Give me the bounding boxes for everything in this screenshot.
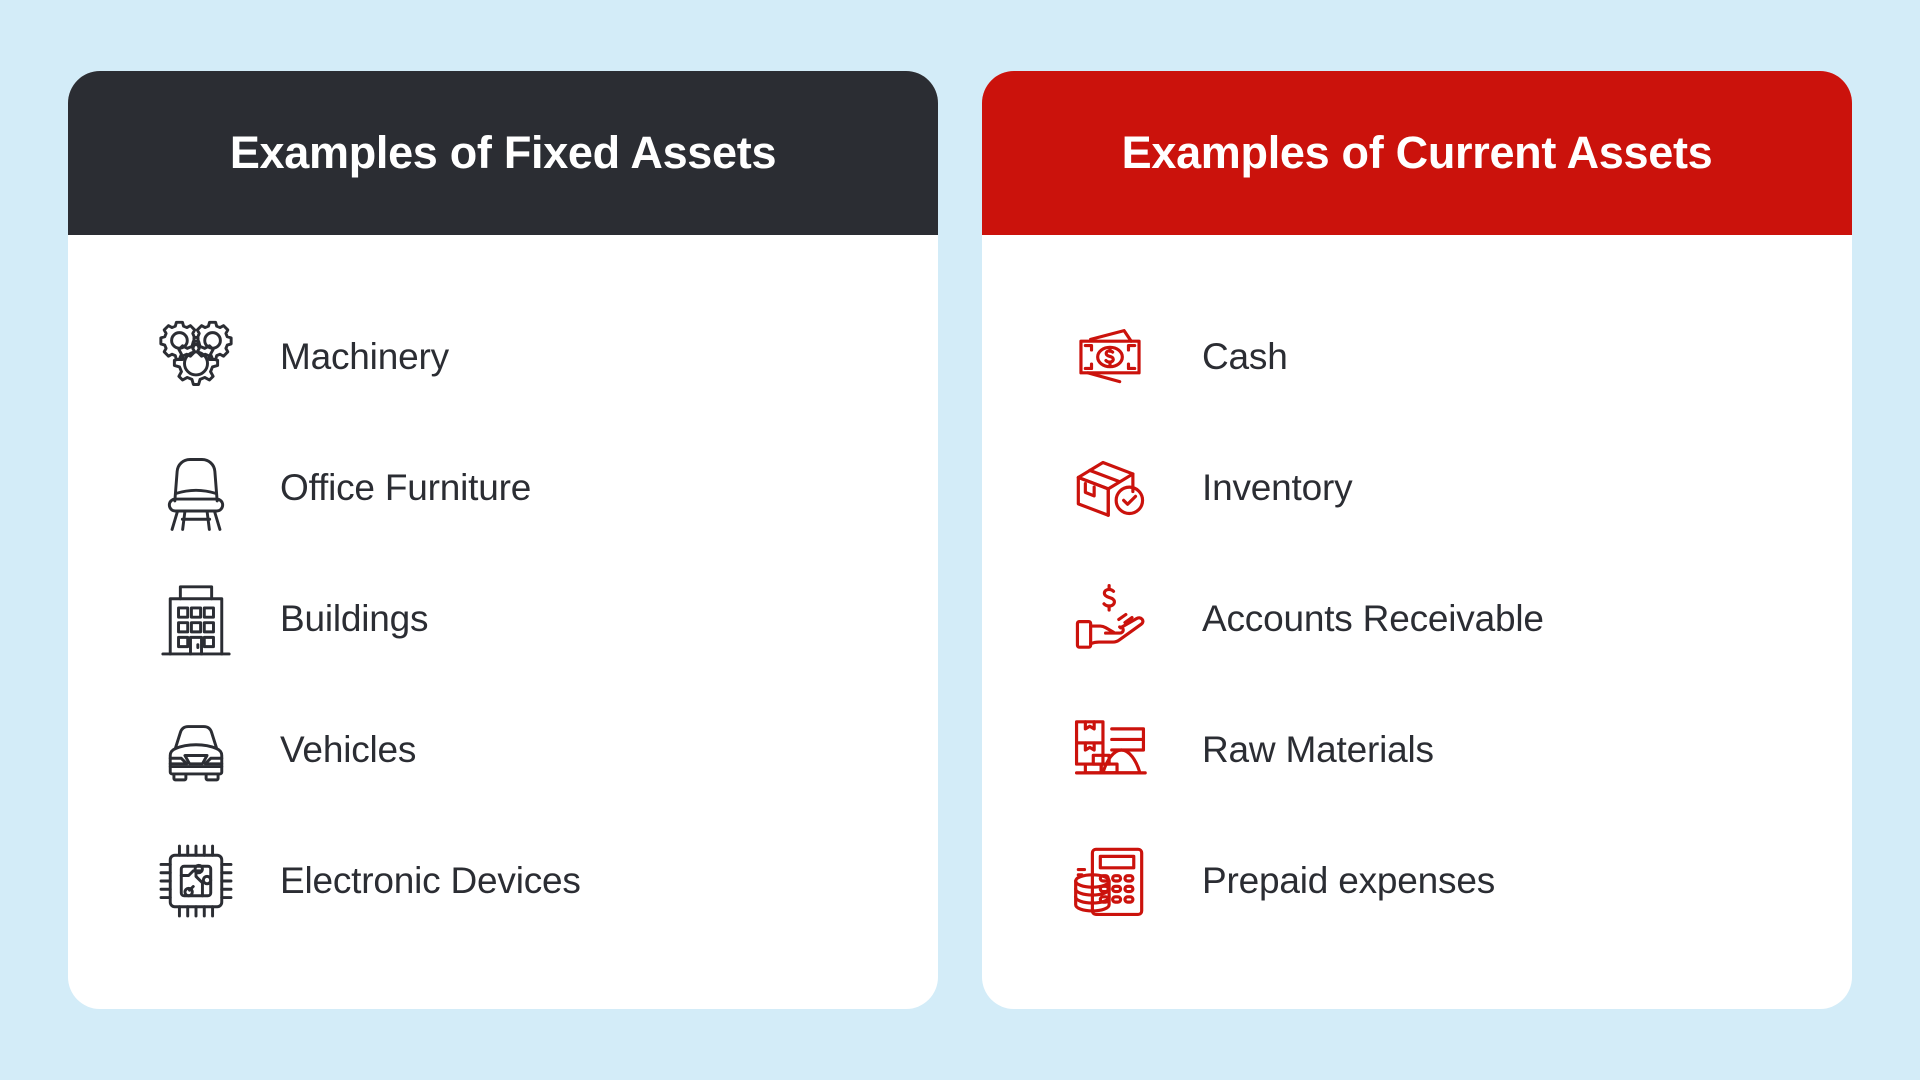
card-current-assets: Examples of Current Assets Cash [982, 71, 1852, 1009]
calculator-coins-icon [1048, 837, 1172, 925]
list-item: Prepaid expenses [982, 815, 1852, 946]
list-item: Buildings [68, 553, 938, 684]
list-item: Raw Materials [982, 684, 1852, 815]
hand-dollar-icon [1048, 575, 1172, 663]
list-item-label: Raw Materials [1202, 728, 1434, 770]
raw-materials-icon [1048, 706, 1172, 794]
banknote-dollar-icon [1048, 313, 1172, 401]
list-item-label: Buildings [280, 597, 429, 639]
list-item: Inventory [982, 422, 1852, 553]
card-body-current-assets: Cash Inventory [982, 235, 1852, 1009]
list-item-label: Inventory [1202, 466, 1353, 508]
card-fixed-assets: Examples of Fixed Assets [68, 71, 938, 1009]
list-item: Machinery [68, 291, 938, 422]
list-item: Office Furniture [68, 422, 938, 553]
list-item: Cash [982, 291, 1852, 422]
list-item-label: Vehicles [280, 728, 417, 770]
list-item-label: Prepaid expenses [1202, 859, 1495, 901]
list-item: Vehicles [68, 684, 938, 815]
card-title-current-assets: Examples of Current Assets [1121, 127, 1713, 179]
card-header-fixed-assets: Examples of Fixed Assets [68, 71, 938, 235]
chair-icon [134, 442, 258, 534]
list-item-label: Accounts Receivable [1202, 597, 1544, 639]
card-header-current-assets: Examples of Current Assets [982, 71, 1852, 235]
card-body-fixed-assets: Machinery Office Furniture [68, 235, 938, 1009]
list-item-label: Electronic Devices [280, 859, 581, 901]
car-icon [134, 704, 258, 796]
list-item-label: Machinery [280, 335, 449, 377]
microchip-icon [134, 835, 258, 927]
gears-icon [134, 311, 258, 403]
list-item-label: Cash [1202, 335, 1288, 377]
box-check-icon [1048, 444, 1172, 532]
list-item-label: Office Furniture [280, 466, 532, 508]
list-item: Electronic Devices [68, 815, 938, 946]
card-title-fixed-assets: Examples of Fixed Assets [229, 127, 777, 179]
list-item: Accounts Receivable [982, 553, 1852, 684]
building-icon [134, 573, 258, 665]
